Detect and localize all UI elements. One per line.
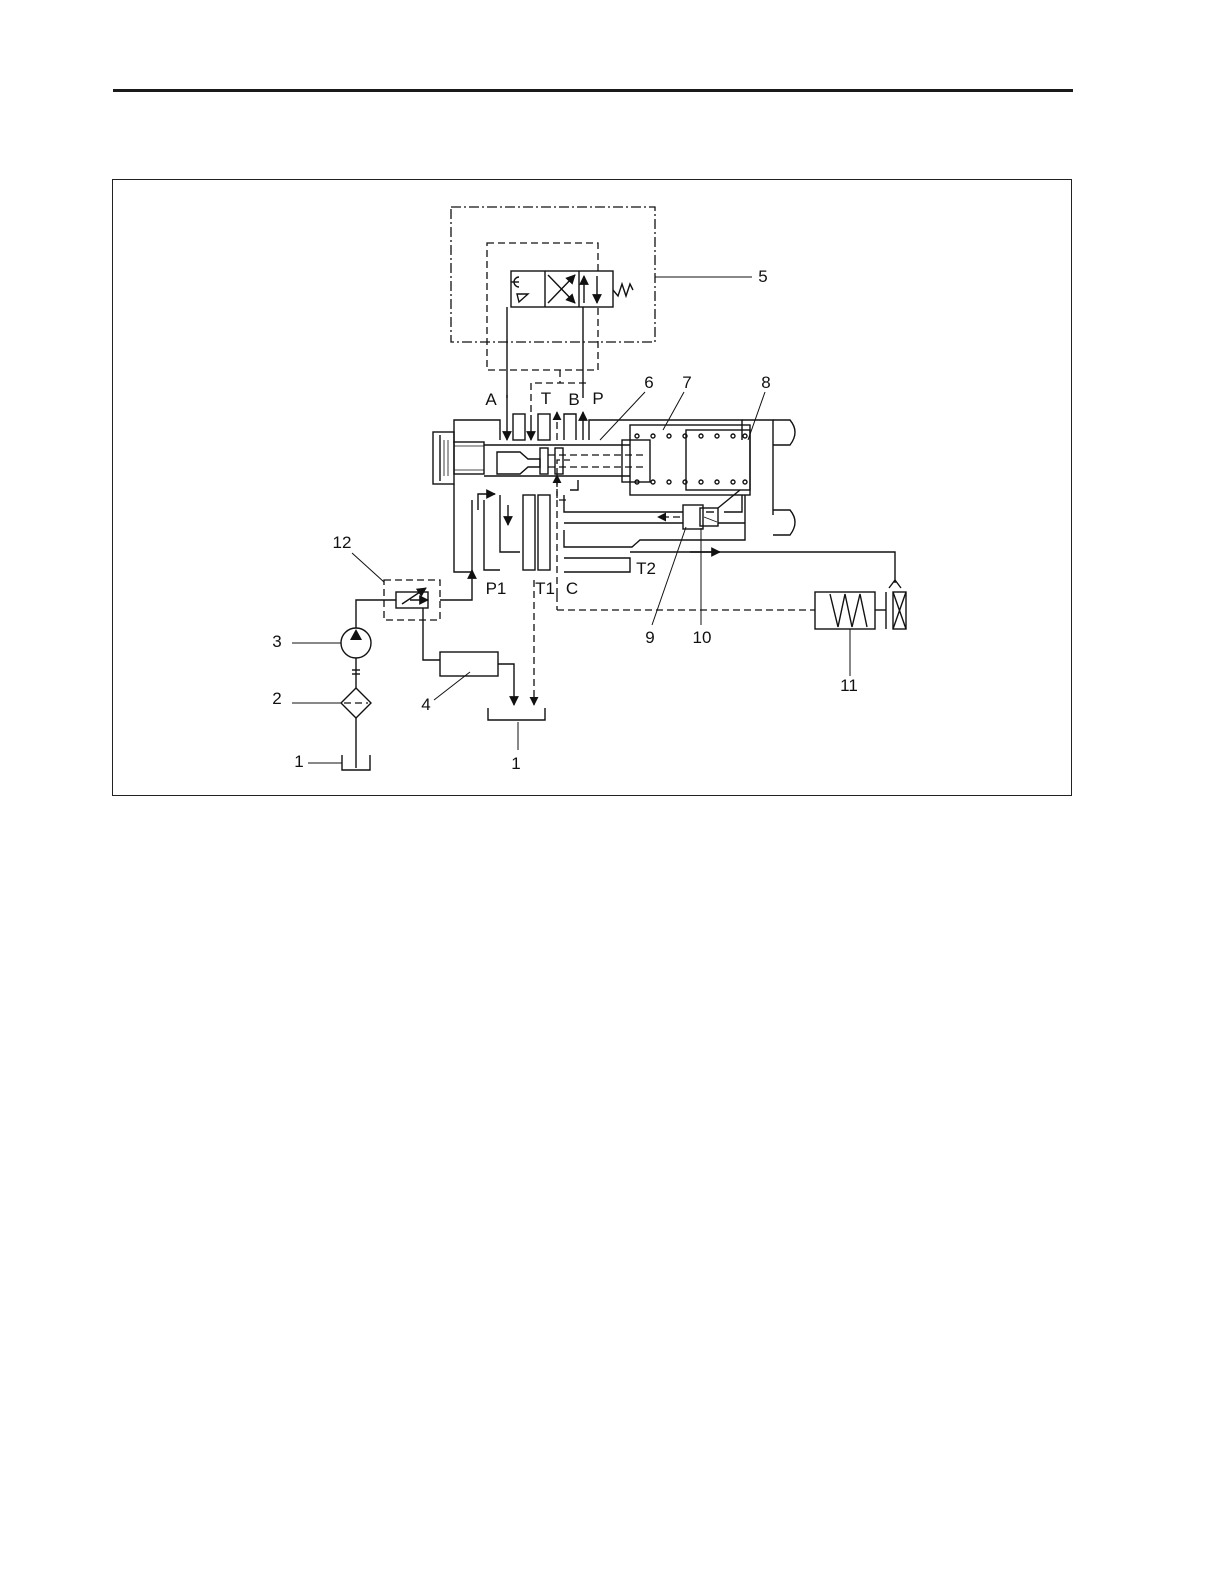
end-cap bbox=[433, 432, 454, 484]
spring-icon bbox=[613, 284, 633, 296]
solenoid-valve-assembly bbox=[451, 207, 655, 412]
label-num-1-left: 1 bbox=[294, 752, 303, 771]
label-num-8: 8 bbox=[761, 373, 770, 392]
label-num-4: 4 bbox=[421, 695, 430, 714]
spool bbox=[497, 452, 540, 474]
accumulator bbox=[557, 592, 906, 629]
label-num-10: 10 bbox=[693, 628, 712, 647]
label-port-t2: T2 bbox=[636, 559, 656, 578]
leader-lines bbox=[292, 392, 850, 763]
label-num-7: 7 bbox=[682, 373, 691, 392]
priority-valve bbox=[356, 570, 472, 660]
spring-coils-icon bbox=[635, 434, 747, 484]
label-num-12: 12 bbox=[333, 533, 352, 552]
filter bbox=[341, 688, 371, 768]
return-component bbox=[440, 652, 514, 705]
label-port-c: C bbox=[566, 579, 578, 598]
label-num-11: 11 bbox=[840, 676, 858, 695]
label-num-6: 6 bbox=[644, 373, 653, 392]
label-num-5: 5 bbox=[758, 267, 767, 286]
label-port-t1: T1 bbox=[535, 579, 555, 598]
label-port-b: B bbox=[568, 390, 579, 409]
label-num-9: 9 bbox=[645, 628, 654, 647]
label-port-p1: P1 bbox=[486, 579, 507, 598]
label-num-2: 2 bbox=[272, 689, 281, 708]
pump bbox=[341, 628, 371, 688]
label-port-p: P bbox=[592, 389, 603, 408]
label-num-3: 3 bbox=[272, 632, 281, 651]
label-port-t: T bbox=[541, 389, 551, 408]
tank-right bbox=[488, 708, 545, 720]
label-num-1-tank: 1 bbox=[511, 754, 520, 773]
label-port-a: A bbox=[485, 390, 497, 409]
